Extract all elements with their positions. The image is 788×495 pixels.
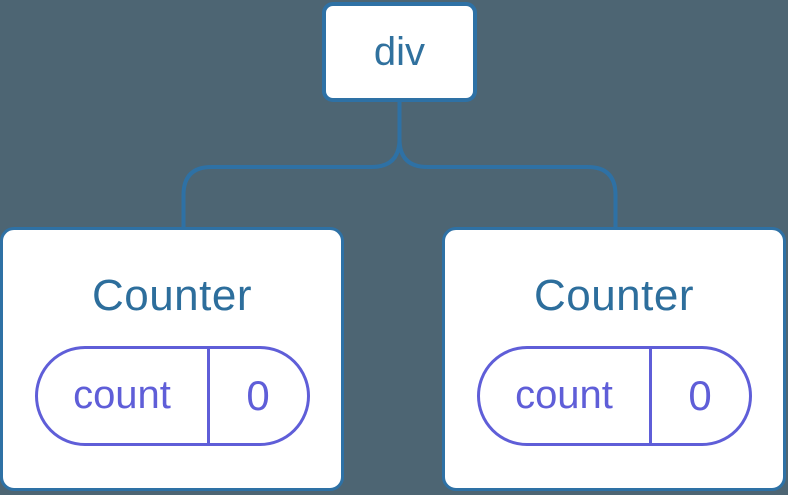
state-key-label: count — [515, 373, 613, 418]
state-pill-divider — [206, 348, 210, 443]
root-node-div: div — [322, 2, 477, 102]
counter-title: Counter — [533, 271, 695, 320]
counter-node-left: Counter count 0 — [0, 227, 344, 491]
connector-right-branch — [397, 100, 618, 229]
connector-left-branch — [181, 100, 402, 229]
counter-node-right: Counter count 0 — [442, 227, 786, 491]
state-pill: count 0 — [476, 345, 752, 446]
root-node-label: div — [373, 30, 426, 74]
state-key-label: count — [73, 373, 171, 418]
counter-title: Counter — [91, 271, 253, 320]
state-value: 0 — [246, 371, 270, 419]
state-pill: count 0 — [34, 345, 310, 446]
state-pill-divider — [648, 348, 652, 443]
state-value: 0 — [688, 371, 712, 419]
